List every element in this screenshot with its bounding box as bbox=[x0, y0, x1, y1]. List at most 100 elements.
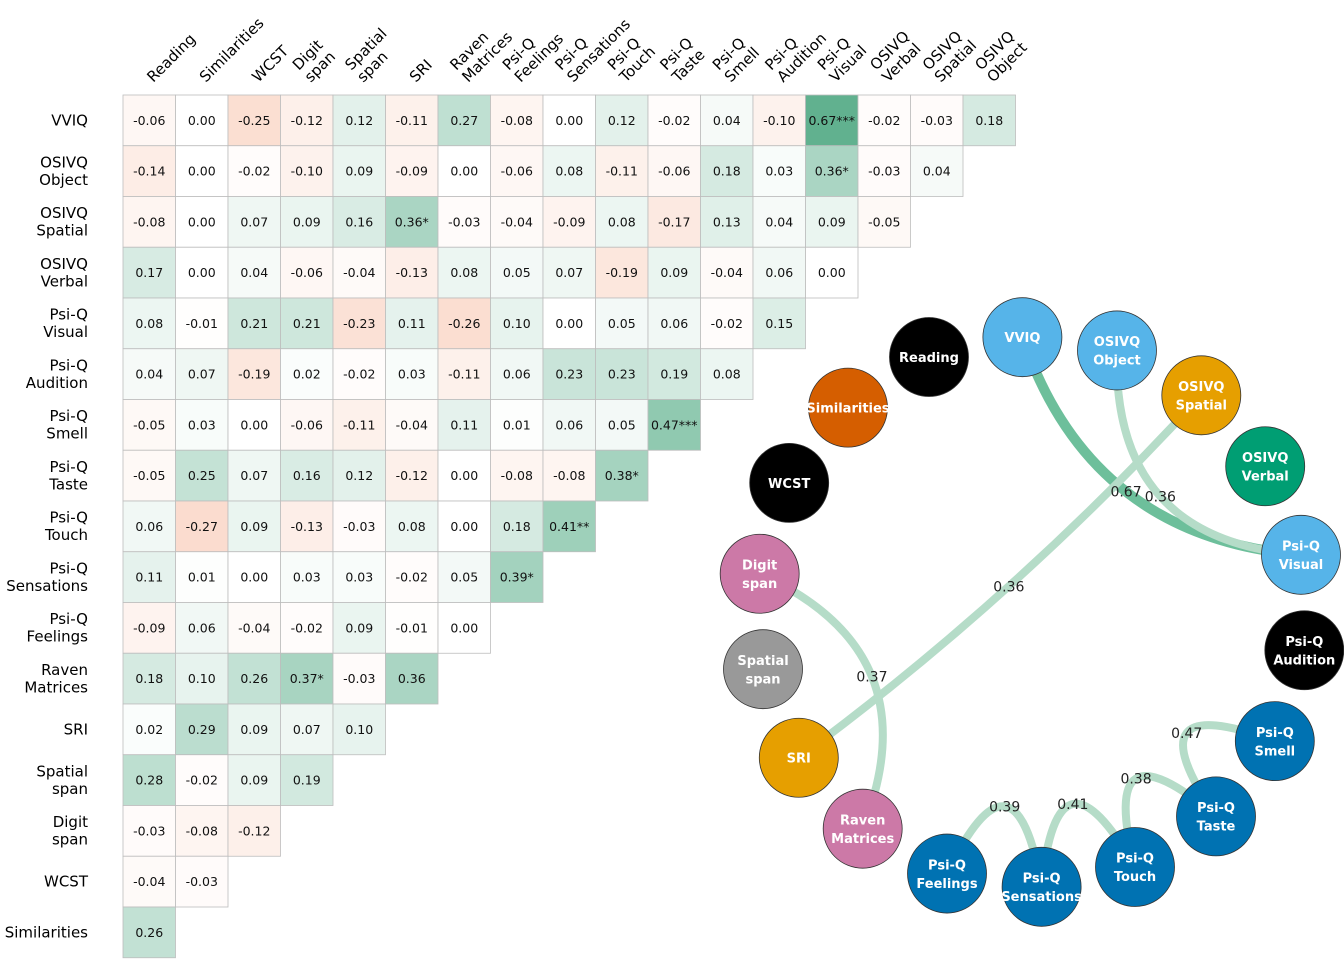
heatmap-cell bbox=[122, 196, 176, 248]
heatmap-cell-label: 0.28 bbox=[135, 773, 163, 788]
heatmap-cell bbox=[332, 602, 386, 654]
heatmap-cell-label: 0.10 bbox=[188, 671, 216, 686]
network-edge bbox=[755, 569, 887, 833]
heatmap-cell-label: 0.07 bbox=[240, 214, 268, 229]
heatmap-cell bbox=[385, 348, 439, 400]
heatmap-cell bbox=[385, 551, 439, 603]
heatmap-cell-label: 0.00 bbox=[240, 570, 268, 585]
heatmap-cell-label: -0.17 bbox=[658, 214, 690, 229]
heatmap-cell-label: -0.09 bbox=[133, 620, 165, 635]
heatmap-cell-label: 0.27 bbox=[450, 113, 478, 128]
heatmap-cell-label: -0.08 bbox=[553, 468, 585, 483]
heatmap-cell-label: 0.29 bbox=[188, 722, 216, 737]
heatmap-cell-label: -0.02 bbox=[238, 164, 270, 179]
heatmap-cell bbox=[752, 246, 806, 299]
heatmap-cell bbox=[490, 196, 544, 248]
heatmap-cell-label: 0.23 bbox=[555, 367, 583, 382]
heatmap-cell bbox=[385, 652, 439, 705]
heatmap-cell bbox=[490, 551, 544, 603]
heatmap-cell bbox=[805, 246, 859, 299]
heatmap-cell-label: -0.04 bbox=[396, 417, 428, 432]
heatmap-cell bbox=[175, 551, 229, 603]
heatmap-cell-label: 0.00 bbox=[555, 316, 583, 331]
heatmap-cell-label: 0.15 bbox=[765, 316, 793, 331]
heatmap-cell-label: 0.18 bbox=[135, 671, 163, 686]
heatmap-cell bbox=[122, 500, 176, 553]
heatmap-cell bbox=[490, 145, 544, 197]
heatmap-cell-label: -0.04 bbox=[711, 265, 743, 280]
heatmap-cell bbox=[490, 297, 544, 350]
heatmap-cell bbox=[542, 94, 596, 147]
heatmap-cell-label: -0.12 bbox=[291, 113, 323, 128]
heatmap-cell-label: 0.12 bbox=[345, 113, 373, 128]
heatmap-cell-label: 0.13 bbox=[713, 214, 741, 229]
heatmap-cell-label: -0.01 bbox=[396, 620, 428, 635]
heatmap-cell-label: 0.37* bbox=[290, 671, 324, 686]
col-label-osivq-object: OSIVQObject bbox=[971, 26, 1030, 85]
node-label-wcst: WCST bbox=[768, 477, 810, 492]
heatmap-cell-label: -0.25 bbox=[238, 113, 270, 128]
heatmap-cell-label: 0.05 bbox=[608, 316, 636, 331]
heatmap-cell bbox=[595, 246, 649, 299]
heatmap-cell bbox=[227, 399, 281, 451]
heatmap-cell-label: -0.19 bbox=[606, 265, 638, 280]
node-label-similarities: Similarities bbox=[806, 402, 889, 417]
heatmap-cell bbox=[122, 652, 176, 705]
heatmap-cell-label: -0.13 bbox=[291, 519, 323, 534]
heatmap-cell-label: 0.09 bbox=[345, 620, 373, 635]
heatmap-cell-label: 0.41** bbox=[549, 519, 589, 534]
heatmap-cell bbox=[122, 855, 176, 908]
heatmap-cell-label: 0.02 bbox=[135, 722, 163, 737]
heatmap-cell-label: -0.02 bbox=[658, 113, 690, 128]
heatmap-cell bbox=[122, 449, 176, 502]
col-label-psi-q-taste: Psi-QTaste bbox=[656, 34, 709, 87]
heatmap-cell-label: -0.06 bbox=[133, 113, 165, 128]
heatmap-cell-label: -0.11 bbox=[396, 113, 428, 128]
heatmap-cell bbox=[437, 449, 491, 502]
heatmap-cell bbox=[542, 297, 596, 350]
heatmap-cell bbox=[227, 500, 281, 553]
heatmap-cell-label: -0.06 bbox=[291, 265, 323, 280]
heatmap-cell-label: 0.18 bbox=[503, 519, 531, 534]
heatmap-cell-label: 0.05 bbox=[608, 417, 636, 432]
heatmap-cell-label: 0.19 bbox=[660, 367, 688, 382]
heatmap-cell-label: -0.04 bbox=[343, 265, 375, 280]
heatmap-cell bbox=[490, 399, 544, 451]
heatmap-cell-label: 0.12 bbox=[345, 468, 373, 483]
heatmap-cell bbox=[752, 297, 806, 350]
heatmap-cell bbox=[595, 348, 649, 400]
heatmap-cell bbox=[385, 145, 439, 197]
network-edge bbox=[794, 391, 1206, 762]
heatmap-cell bbox=[542, 145, 596, 197]
network-edge bbox=[1112, 346, 1305, 559]
heatmap-cell-label: 0.23 bbox=[608, 367, 636, 382]
heatmap-cell-label: 0.00 bbox=[555, 113, 583, 128]
heatmap-cell-label: -0.27 bbox=[186, 519, 218, 534]
heatmap-cell-label: 0.19 bbox=[293, 773, 321, 788]
heatmap-cell-label: 0.04 bbox=[240, 265, 268, 280]
heatmap-cell-label: -0.03 bbox=[448, 214, 480, 229]
col-label-spatial-span: Spatialspan bbox=[341, 25, 402, 86]
heatmap-cell bbox=[700, 196, 754, 248]
heatmap-cell-label: -0.04 bbox=[133, 874, 165, 889]
row-label-vviq: VVIQ bbox=[51, 111, 88, 129]
heatmap-cell bbox=[542, 399, 596, 451]
heatmap-cell bbox=[175, 196, 229, 248]
heatmap-cell-label: 0.06 bbox=[765, 265, 793, 280]
node-psiq_sensations bbox=[1001, 846, 1082, 927]
heatmap-cell bbox=[857, 145, 911, 197]
col-label-digit-span: Digitspan bbox=[289, 36, 339, 86]
heatmap-cell-label: -0.23 bbox=[343, 316, 375, 331]
heatmap-cell-label: -0.12 bbox=[238, 823, 270, 838]
heatmap-cell bbox=[280, 500, 334, 553]
heatmap-cell bbox=[700, 246, 754, 299]
heatmap-cell bbox=[752, 94, 806, 147]
heatmap-cell bbox=[280, 196, 334, 248]
